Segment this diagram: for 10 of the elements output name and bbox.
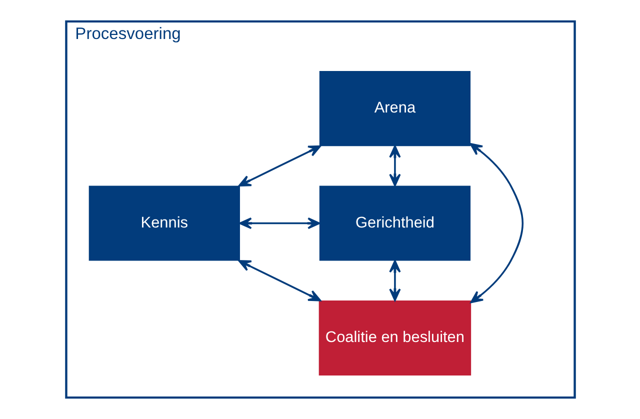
arrow (388, 145, 400, 186)
node-box: Arena (318, 71, 470, 146)
arrow (238, 260, 320, 302)
arrow (388, 260, 400, 302)
node-box: Coalitie en besluiten (318, 300, 471, 376)
arrow (238, 145, 320, 187)
arrow (238, 217, 320, 230)
node-box: Kennis (88, 186, 240, 261)
node-box: Gerichtheid (318, 186, 470, 261)
arrow (469, 143, 523, 304)
